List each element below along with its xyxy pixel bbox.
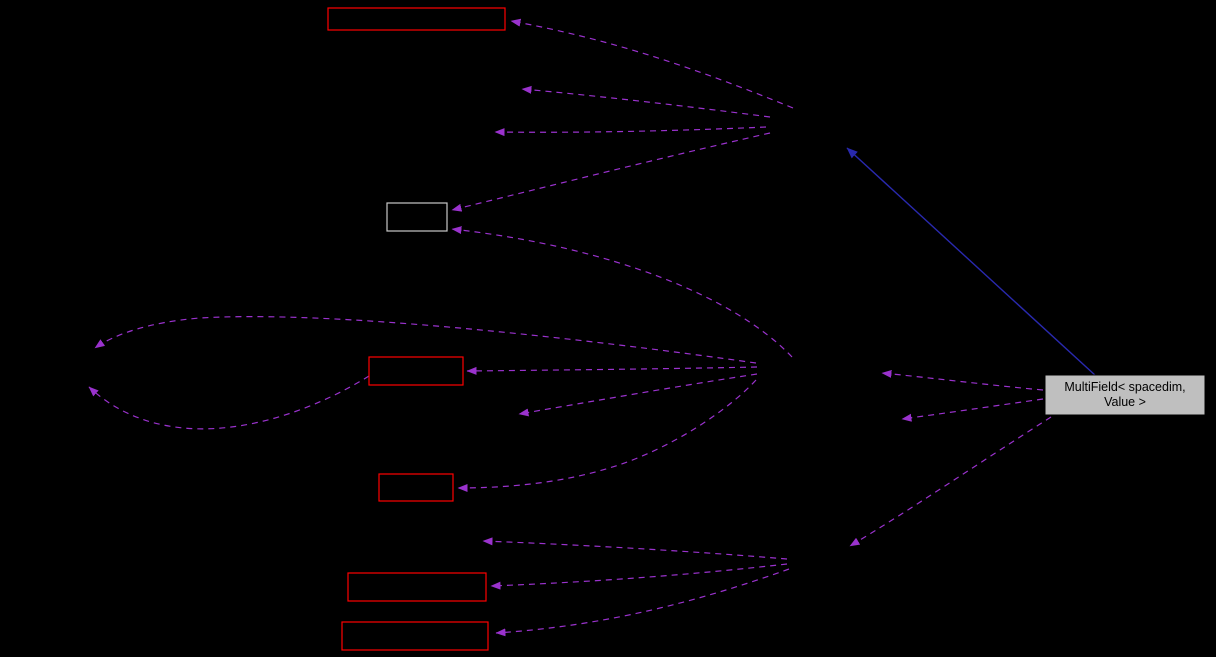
node-multifield-label-line1: MultiField< spacedim, bbox=[1064, 380, 1185, 394]
node-multifield-box bbox=[1044, 374, 1206, 416]
edge-dashed-far-left-bottom bbox=[88, 375, 370, 430]
node-multifield-label-line2: Value > bbox=[1104, 395, 1146, 409]
edge-dashed-from-main-2 bbox=[901, 398, 1044, 422]
edge-dashed-from-main-3 bbox=[849, 416, 1052, 547]
edge-dashed-mid-1 bbox=[518, 373, 758, 417]
edge-dashed-to-bottom-node-1 bbox=[490, 563, 788, 590]
edge-dashed-to-top-node bbox=[510, 18, 794, 109]
edge-dashed-upper-1 bbox=[521, 85, 771, 118]
edge-dashed-to-small-node bbox=[457, 379, 757, 492]
node-truncated-bottom-2[interactable] bbox=[341, 621, 489, 651]
nodes: MultiField< spacedim, Value > bbox=[327, 7, 1206, 651]
edge-dashed-upper-2 bbox=[494, 126, 767, 137]
edges bbox=[88, 18, 1097, 637]
edge-dashed-from-main-1 bbox=[881, 369, 1044, 391]
edge-dashed-to-mid-node bbox=[466, 366, 758, 375]
node-truncated-bottom-1[interactable] bbox=[347, 572, 487, 602]
node-truncated-small[interactable] bbox=[378, 473, 454, 502]
node-truncated-top[interactable] bbox=[327, 7, 506, 31]
edge-dashed-far-left-top bbox=[94, 316, 757, 364]
edge-dashed-to-bottom-node-2 bbox=[495, 568, 790, 637]
edge-dashed-to-plain-node-bottom bbox=[451, 226, 793, 358]
edge-dashed-lower-1 bbox=[482, 537, 788, 560]
node-truncated-middle[interactable] bbox=[368, 356, 464, 386]
edge-solid-inheritance bbox=[846, 147, 1097, 377]
node-plain[interactable] bbox=[386, 202, 448, 232]
edge-dashed-to-plain-node-top bbox=[451, 132, 771, 212]
node-multifield: MultiField< spacedim, Value > bbox=[1044, 374, 1206, 416]
